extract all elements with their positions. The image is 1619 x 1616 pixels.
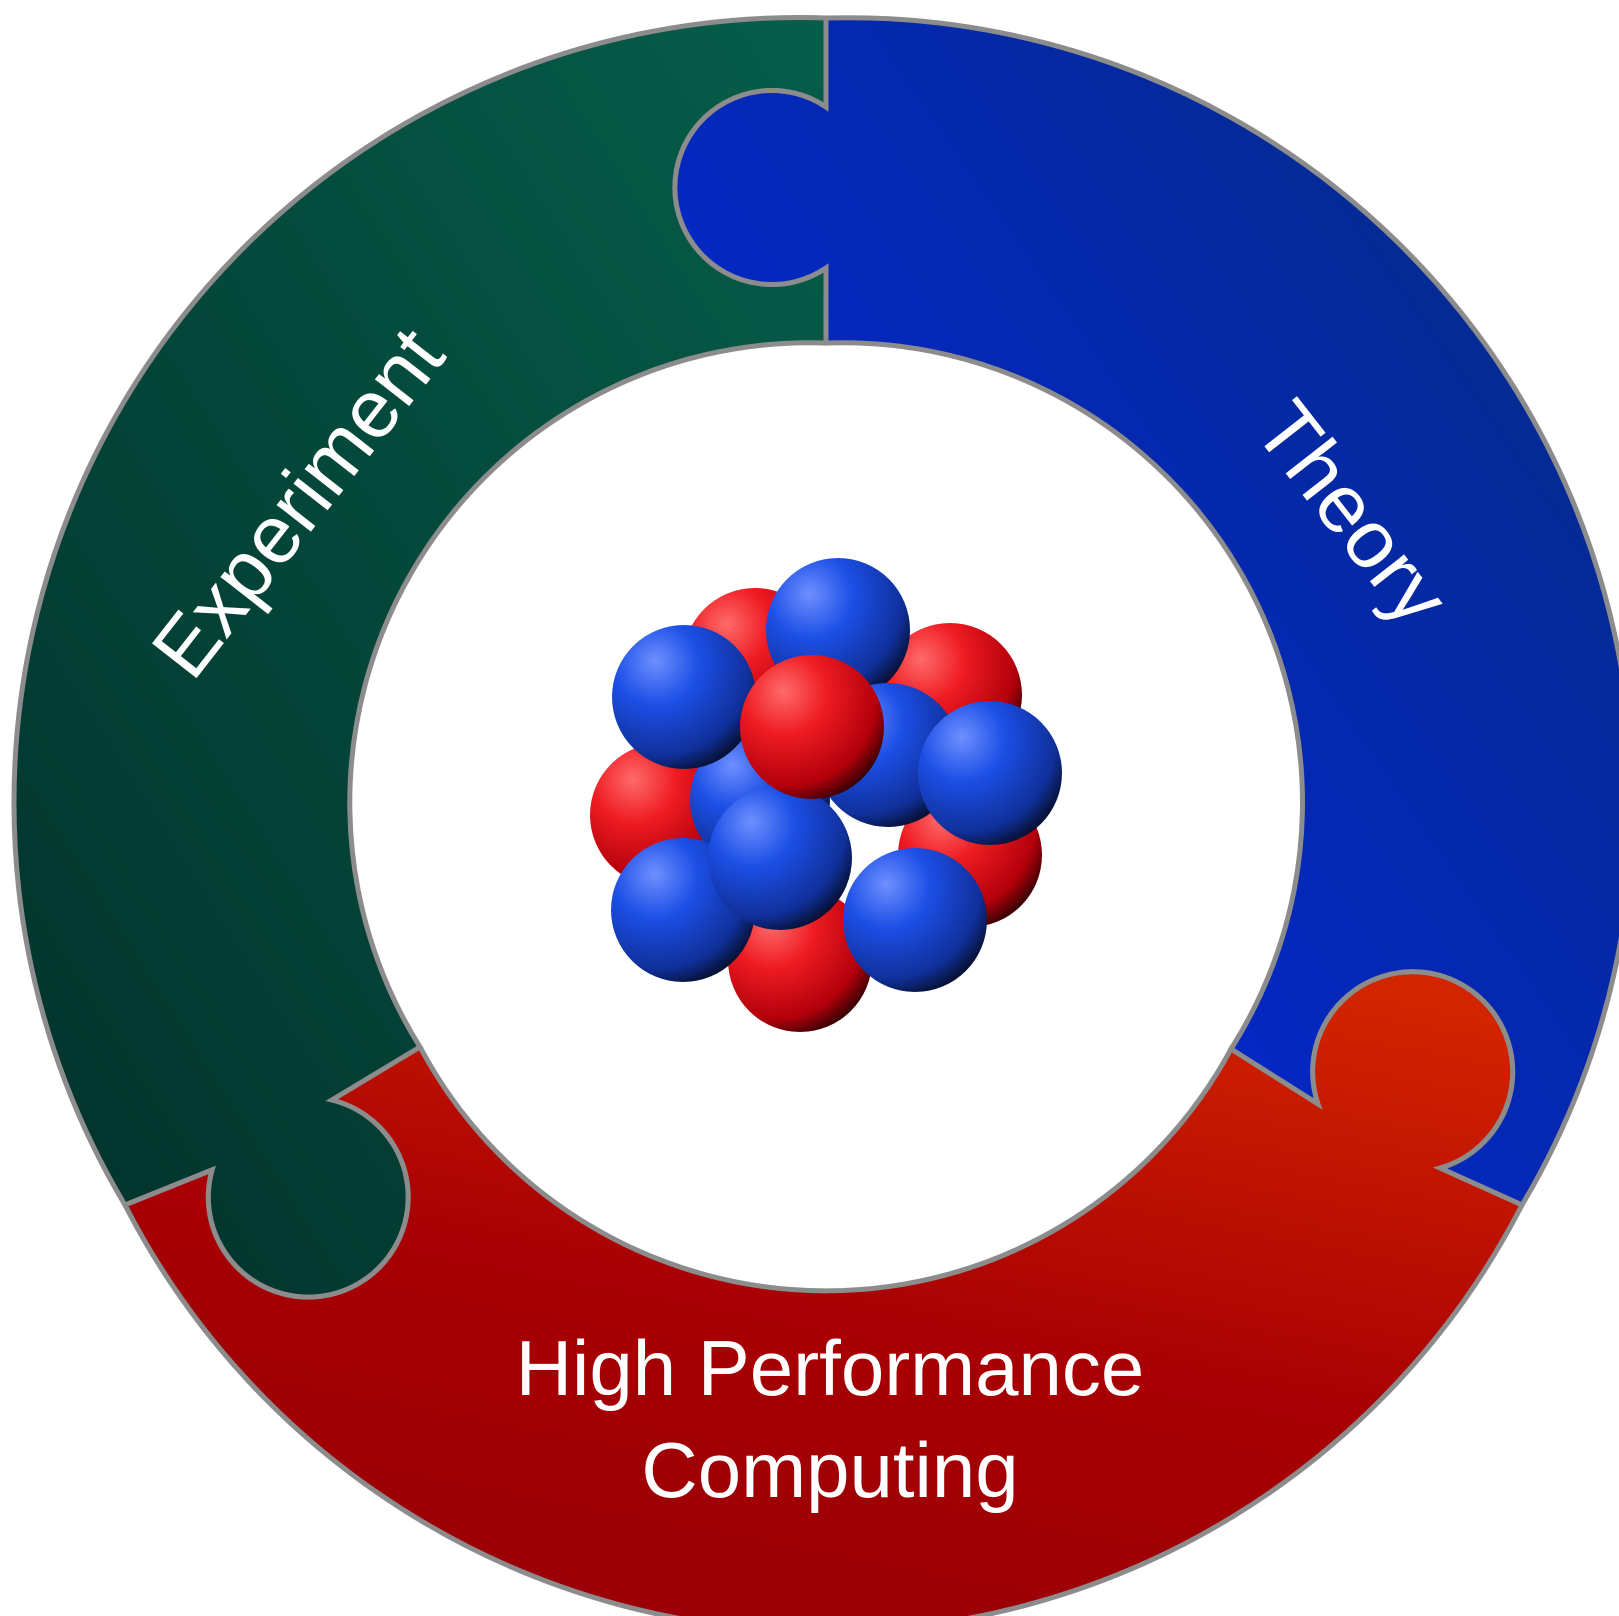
hpc-label-line1: High Performance (516, 1324, 1145, 1412)
nucleus-illustration (590, 558, 1062, 1032)
neutron (708, 786, 852, 930)
hpc-label-line2: Computing (641, 1426, 1018, 1514)
neutron (612, 625, 756, 769)
neutron (918, 701, 1062, 845)
hpc-segment (121, 969, 1526, 1616)
neutron (843, 848, 987, 992)
proton (740, 655, 884, 799)
